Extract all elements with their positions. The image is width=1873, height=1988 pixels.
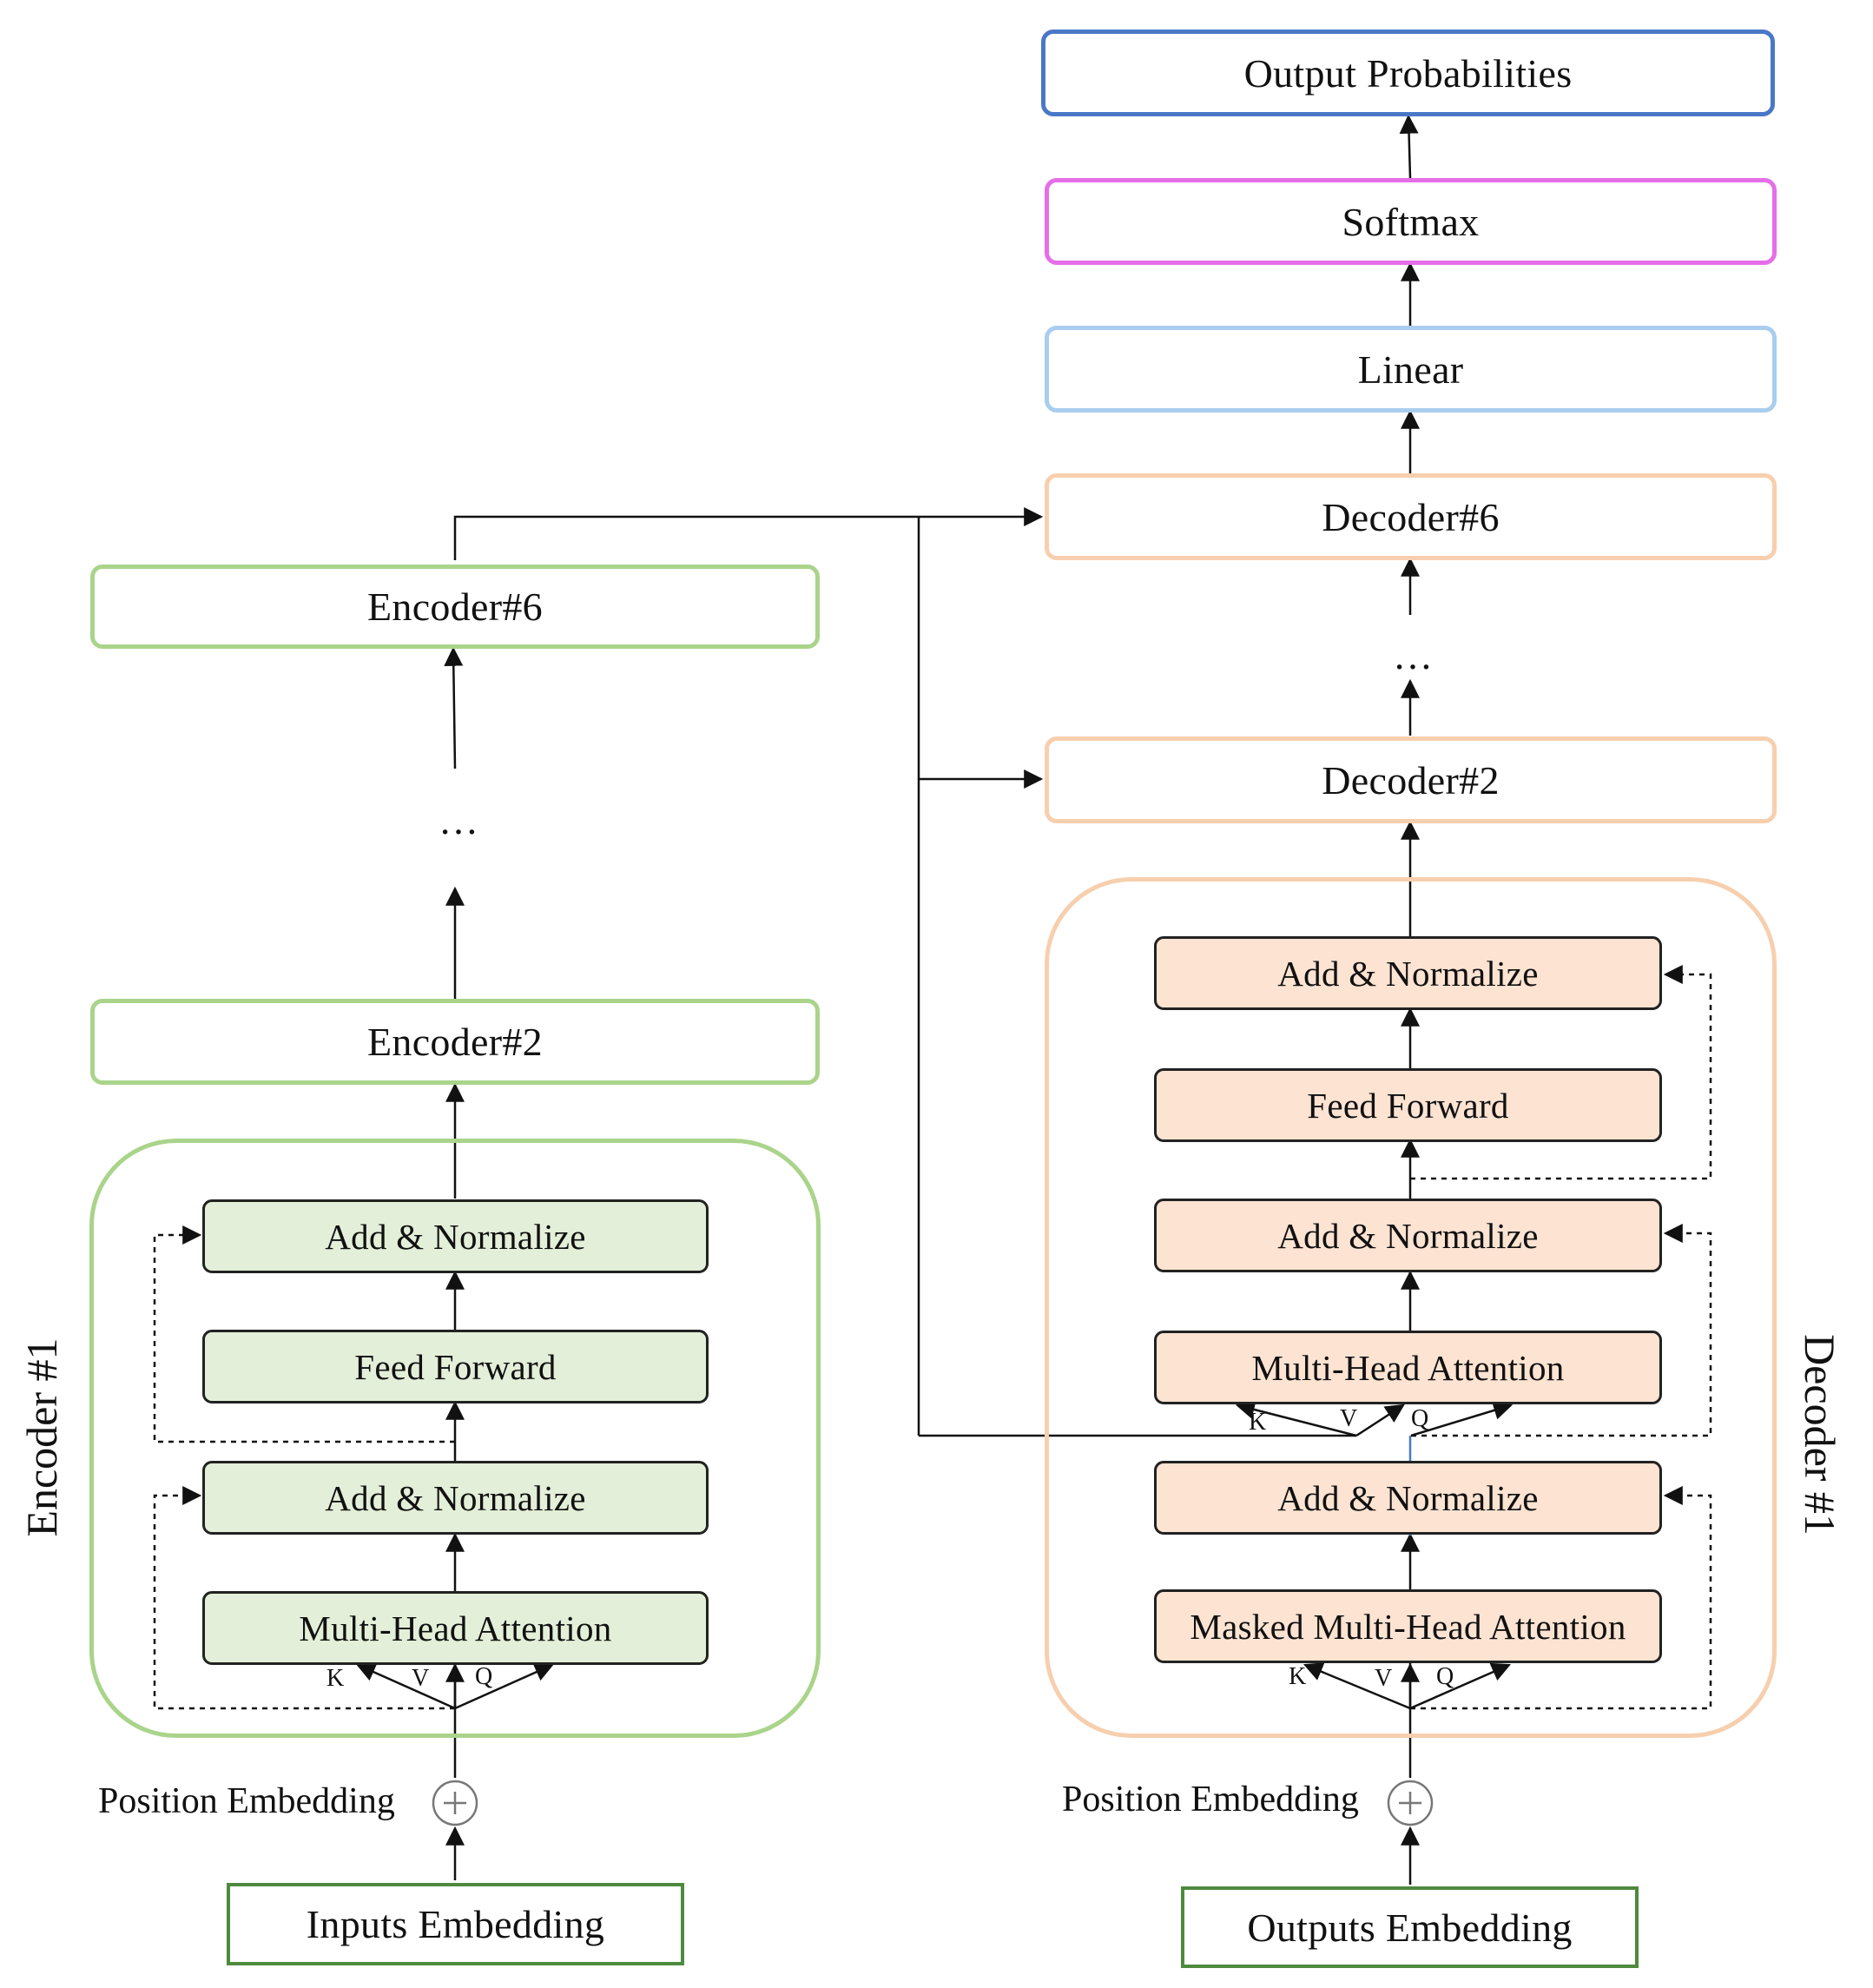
decoder-feed-forward: Feed Forward (1154, 1068, 1662, 1142)
softmax-label: Softmax (1342, 199, 1480, 244)
encoder-attention: Multi-Head Attention (202, 1591, 709, 1665)
enc-to-dec6 (453, 507, 1044, 560)
cross-kvq-q (1410, 1401, 1514, 1437)
encoder-add-norm-top: Add & Normalize (202, 1199, 709, 1273)
decoder-6-label: Decoder#6 (1322, 494, 1500, 539)
encoder-k-label: K (326, 1665, 345, 1692)
encoder-add-norm-bottom-label: Add & Normalize (325, 1477, 586, 1518)
output-probabilities-block: Output Probabilities (1041, 30, 1775, 116)
decoder-add-norm-3: Add & Normalize (1154, 936, 1662, 1010)
decoder-cross-k-label: K (1249, 1409, 1267, 1436)
decoder-cross-attention-label: Multi-Head Attention (1251, 1347, 1565, 1388)
decoder-feed-forward-label: Feed Forward (1307, 1085, 1509, 1126)
encoder-feed-forward: Feed Forward (202, 1330, 709, 1403)
linear-block: Linear (1045, 326, 1777, 413)
encoder-add-norm-bottom: Add & Normalize (202, 1461, 709, 1535)
output-probabilities-label: Output Probabilities (1243, 50, 1573, 96)
decoder-title: Decoder #1 (1796, 1334, 1844, 1536)
decoder-cross-v-label: V (1340, 1405, 1358, 1432)
encoder-2-block: Encoder#2 (90, 999, 820, 1085)
encoder-2-label: Encoder#2 (367, 1020, 543, 1064)
linear-label: Linear (1357, 347, 1464, 392)
arrow-softmax-to-output (1399, 114, 1419, 179)
residual-dec-1 (1410, 1486, 1712, 1710)
decoder-masked-attention-label: Masked Multi-Head Attention (1190, 1606, 1626, 1647)
decoder-add-norm-1: Add & Normalize (1154, 1461, 1662, 1535)
decoder-add-norm-2: Add & Normalize (1154, 1199, 1662, 1272)
cross-kvq-k (1235, 1400, 1357, 1437)
encoder-6-label: Encoder#6 (367, 585, 543, 629)
decoder-2-block: Decoder#2 (1045, 736, 1777, 823)
arrow-mkvq-q (1409, 1662, 1512, 1710)
arrow-mkvq-k (1303, 1662, 1411, 1710)
residual-enc-1 (153, 1486, 455, 1710)
decoder-masked-q-label: Q (1436, 1663, 1454, 1690)
encoder-feed-forward-label: Feed Forward (354, 1346, 557, 1387)
encoder-position-embedding: Position Embedding (98, 1781, 395, 1821)
encoder-ellipsis: … (439, 798, 480, 842)
softmax-block: Softmax (1045, 178, 1777, 265)
decoder-cross-q-label: Q (1411, 1405, 1429, 1432)
decoder-6-block: Decoder#6 (1045, 473, 1777, 560)
inputs-embedding-label: Inputs Embedding (306, 1902, 605, 1946)
decoder-ellipsis: … (1393, 633, 1434, 677)
decoder-masked-k-label: K (1289, 1663, 1307, 1690)
outputs-embedding-block: Outputs Embedding (1181, 1886, 1639, 1968)
arrow-kvq-k (355, 1663, 456, 1710)
decoder-cross-attention: Multi-Head Attention (1154, 1331, 1662, 1404)
inputs-embedding-block: Inputs Embedding (227, 1883, 684, 1965)
decoder-1-container (1045, 877, 1777, 1738)
encoder-title: Encoder #1 (17, 1337, 66, 1537)
residual-dec-2 (1411, 1224, 1712, 1437)
encoder-1-container (89, 1139, 821, 1738)
outputs-embedding-label: Outputs Embedding (1247, 1905, 1573, 1950)
encoder-add-norm-top-label: Add & Normalize (325, 1216, 586, 1257)
decoder-2-label: Decoder#2 (1322, 757, 1500, 802)
encoder-6-block: Encoder#6 (90, 565, 820, 649)
residual-enc-2 (153, 1225, 455, 1443)
arrow-kvq-q (454, 1663, 555, 1710)
decoder-add-norm-1-label: Add & Normalize (1277, 1477, 1539, 1518)
residual-dec-3 (1410, 965, 1712, 1180)
decoder-position-embedding: Position Embedding (1062, 1780, 1359, 1820)
decoder-masked-attention: Masked Multi-Head Attention (1154, 1589, 1662, 1663)
encoder-q-label: Q (475, 1663, 493, 1690)
decoder-add-norm-3-label: Add & Normalize (1277, 953, 1539, 994)
decoder-masked-v-label: V (1375, 1665, 1393, 1692)
encoder-attention-label: Multi-Head Attention (299, 1608, 612, 1648)
decoder-add-norm-2-label: Add & Normalize (1277, 1215, 1539, 1256)
arrow-dots-to-enc6 (444, 646, 464, 769)
cross-kvq-v (1355, 1403, 1405, 1437)
encoder-v-label: V (412, 1665, 430, 1692)
